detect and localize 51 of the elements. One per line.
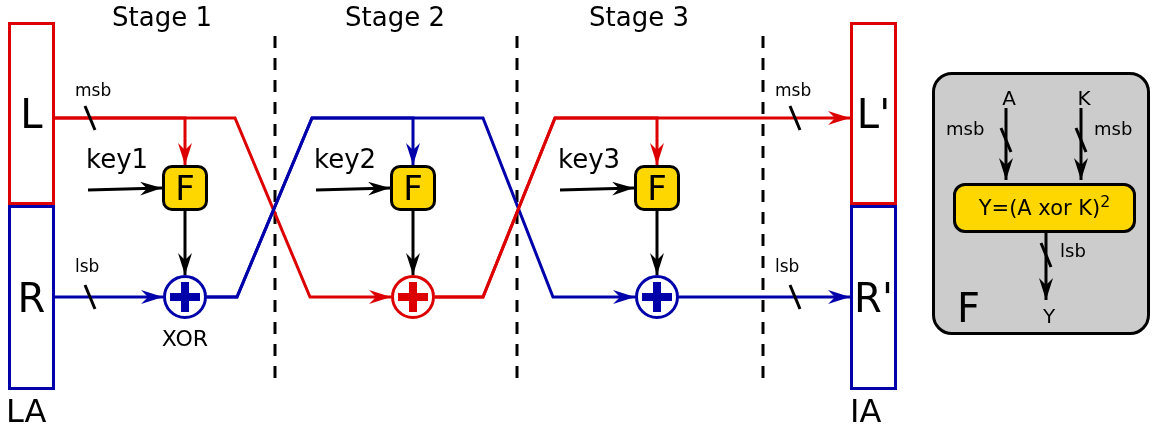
function-box bbox=[162, 165, 208, 211]
operator-caption: XOR bbox=[161, 328, 209, 350]
arrow bbox=[650, 211, 664, 275]
function-box bbox=[390, 165, 436, 211]
node-label: F bbox=[403, 171, 423, 205]
text-label: IA bbox=[850, 395, 882, 427]
formula-box bbox=[953, 183, 1136, 233]
text-label: msb bbox=[1094, 120, 1133, 138]
key-label: key2 bbox=[314, 146, 377, 172]
arrow bbox=[406, 211, 420, 275]
text-label: Stage 2 bbox=[345, 4, 445, 30]
node-label: L' bbox=[856, 93, 891, 134]
node-label: L bbox=[20, 93, 43, 134]
arrow bbox=[178, 211, 192, 275]
arrow bbox=[87, 181, 163, 196]
panel-title: F bbox=[957, 288, 980, 328]
function-panel bbox=[932, 72, 1150, 335]
arrow bbox=[55, 290, 163, 304]
text-label: lsb bbox=[75, 258, 100, 275]
node-rectangle bbox=[8, 205, 55, 390]
text-label: LA bbox=[6, 395, 47, 427]
arrow bbox=[679, 290, 850, 304]
text-label: msb bbox=[946, 120, 985, 138]
function-box bbox=[634, 165, 680, 211]
arrow bbox=[1074, 108, 1088, 180]
node-label: R bbox=[17, 277, 46, 318]
text-label: msb bbox=[75, 82, 112, 99]
node-rectangle bbox=[850, 22, 897, 205]
arrow bbox=[207, 116, 635, 304]
signal-label: A bbox=[1002, 88, 1016, 108]
text-label: Stage 3 bbox=[589, 4, 689, 30]
node-label: F bbox=[647, 171, 667, 205]
arrow bbox=[315, 181, 391, 196]
text-label: msb bbox=[775, 82, 812, 99]
signal-label: K bbox=[1077, 88, 1091, 108]
arrow bbox=[435, 111, 850, 299]
node-label: R' bbox=[854, 277, 893, 318]
signal-label: Y bbox=[1042, 306, 1056, 326]
text-label: lsb bbox=[1060, 242, 1086, 260]
arrow bbox=[1039, 230, 1053, 300]
key-label: key3 bbox=[558, 146, 621, 172]
arrow bbox=[559, 181, 635, 196]
node-rectangle bbox=[850, 205, 897, 390]
node-label: F bbox=[175, 171, 195, 205]
text-label: lsb bbox=[775, 258, 800, 275]
key-label: key1 bbox=[86, 146, 149, 172]
arrow bbox=[55, 116, 391, 304]
text-label: Stage 1 bbox=[112, 4, 212, 30]
node-label: Y=(A xor K)$^{2}$ bbox=[978, 197, 1111, 219]
arrow bbox=[999, 108, 1013, 180]
node-rectangle bbox=[8, 22, 55, 205]
